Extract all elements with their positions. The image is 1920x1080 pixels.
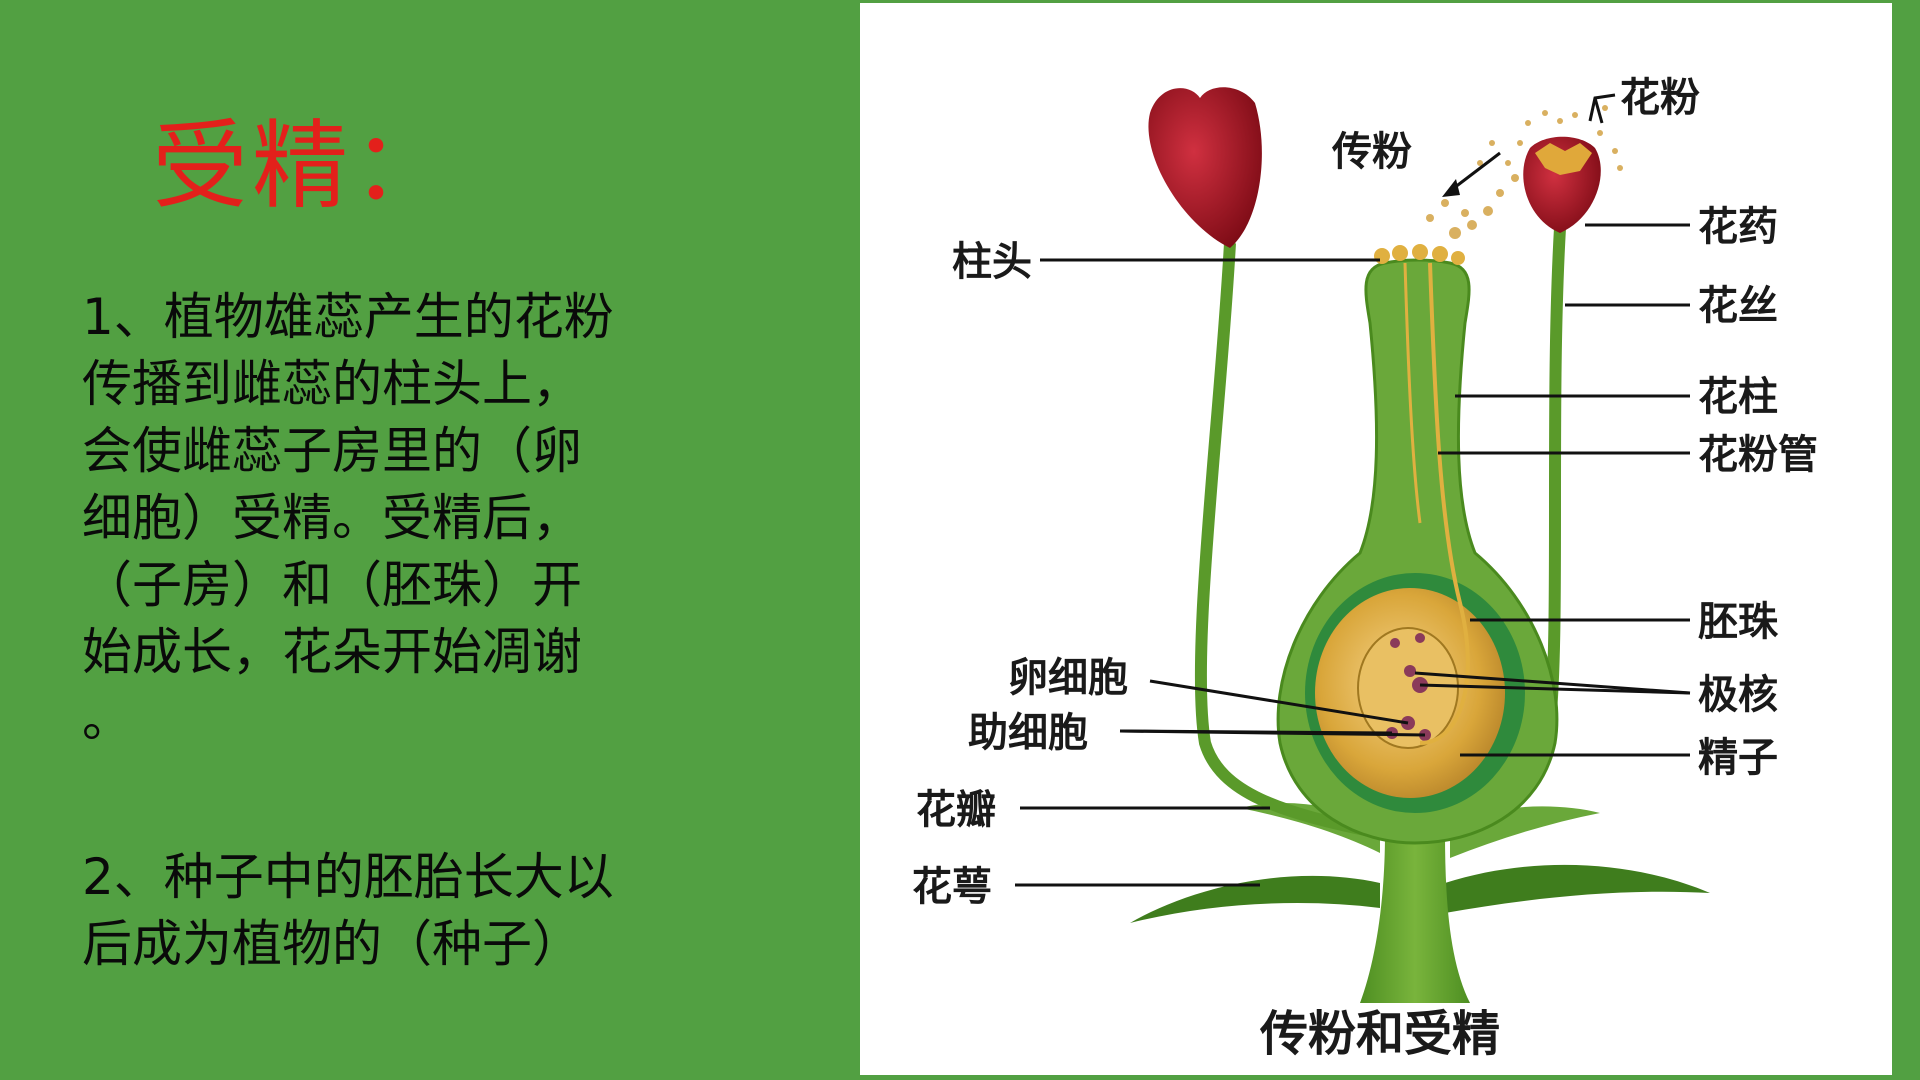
left-filament bbox=[1194, 242, 1382, 839]
label-sperm: 精子 bbox=[1698, 735, 1778, 781]
polar-nucleus bbox=[1404, 665, 1416, 677]
flower-stem bbox=[1360, 833, 1470, 1003]
antipodal-dot bbox=[1415, 633, 1425, 643]
label-synergid: 助细胞 bbox=[968, 710, 1088, 756]
pollen-tube bbox=[1419, 262, 1470, 745]
left-anther bbox=[1148, 87, 1262, 249]
label-polar-nuclei: 极核 bbox=[1698, 672, 1778, 718]
diagram-panel: 传粉 花粉 柱头 花药 花丝 花柱 花粉管 胚珠 卵细胞 极核 助细胞 精子 花… bbox=[860, 3, 1892, 1075]
antipodal-dot bbox=[1390, 638, 1400, 648]
pollination-arrow bbox=[1449, 151, 1501, 193]
diagram-caption: 传粉和受精 bbox=[1259, 1006, 1500, 1062]
leader-polar bbox=[1414, 671, 1691, 695]
anther-pollen bbox=[1535, 143, 1592, 175]
label-pollination: 传粉 bbox=[1331, 129, 1412, 175]
leader-polar bbox=[1419, 683, 1691, 695]
pollen-tube bbox=[1403, 262, 1422, 524]
label-stigma: 柱头 bbox=[952, 239, 1032, 285]
paragraph-fertilization: 1、植物雄蕊产生的花粉 传播到雌蕊的柱头上， 会使雌蕊子房里的（卵 细胞）受精。… bbox=[82, 288, 614, 748]
slide-title: 受精： bbox=[152, 110, 452, 222]
label-ovule: 胚珠 bbox=[1698, 599, 1779, 645]
label-pollen: 花粉 bbox=[1620, 75, 1700, 121]
label-style: 花柱 bbox=[1698, 374, 1778, 420]
sepal-right bbox=[1445, 864, 1710, 913]
pollination-diagram: 传粉 花粉 柱头 花药 花丝 花柱 花粉管 胚珠 卵细胞 极核 助细胞 精子 花… bbox=[912, 75, 1818, 1062]
pollen-pointer bbox=[1593, 97, 1604, 124]
leader-egg bbox=[1149, 679, 1409, 725]
arrow-head bbox=[1442, 179, 1460, 197]
label-petal: 花瓣 bbox=[916, 787, 996, 833]
label-sepal: 花萼 bbox=[912, 864, 992, 910]
label-egg-cell: 卵细胞 bbox=[1008, 655, 1128, 701]
label-anther: 花药 bbox=[1698, 204, 1778, 250]
paragraph-seed: 2、种子中的胚胎长大以 后成为植物的（种子） bbox=[82, 848, 614, 973]
label-filament: 花丝 bbox=[1698, 283, 1778, 329]
leader-synergid bbox=[1119, 729, 1426, 737]
label-pollen-tube: 花粉管 bbox=[1698, 432, 1818, 478]
flying-pollen bbox=[1426, 105, 1623, 239]
sepal-left bbox=[1130, 875, 1380, 923]
